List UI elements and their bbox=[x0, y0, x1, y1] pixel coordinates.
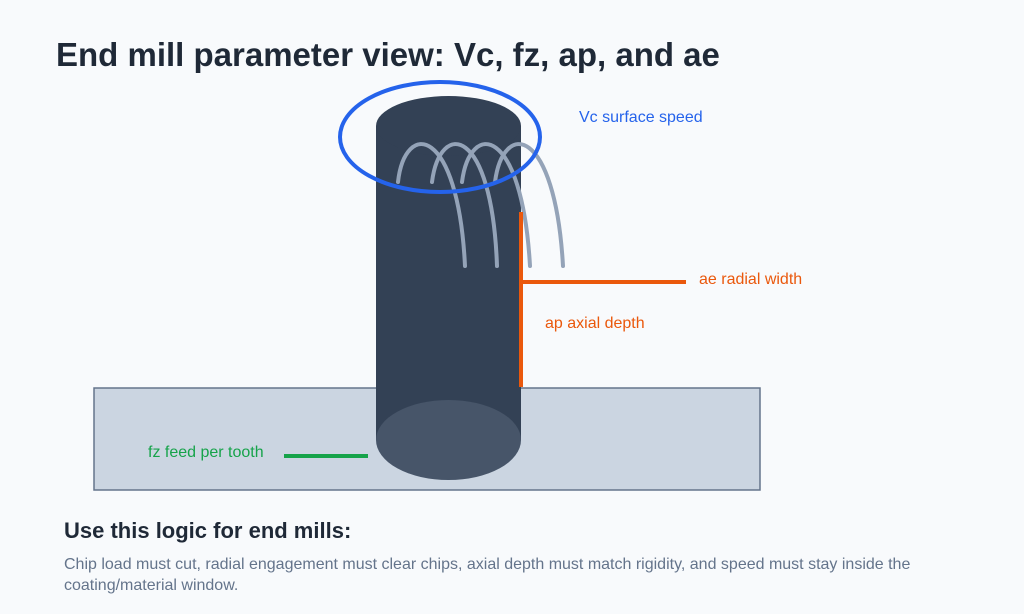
ap-label: ap axial depth bbox=[545, 315, 645, 332]
logic-body: Chip load must cut, radial engagement mu… bbox=[64, 556, 911, 594]
flute-line bbox=[430, 142, 499, 268]
vc-label: Vc surface speed bbox=[579, 109, 703, 126]
page-title: End mill parameter view: Vc, fz, ap, and… bbox=[56, 36, 720, 73]
vc-rotation-ring bbox=[338, 80, 542, 194]
flute-lines bbox=[396, 142, 565, 268]
tool-top bbox=[376, 96, 521, 156]
flute-line bbox=[460, 142, 532, 268]
tool-bottom bbox=[376, 400, 521, 480]
ae-label: ae radial width bbox=[699, 271, 802, 288]
flute-line bbox=[396, 142, 467, 268]
flute-line bbox=[493, 142, 565, 268]
fz-label: fz feed per tooth bbox=[148, 444, 264, 461]
logic-heading: Use this logic for end mills: bbox=[64, 518, 352, 543]
